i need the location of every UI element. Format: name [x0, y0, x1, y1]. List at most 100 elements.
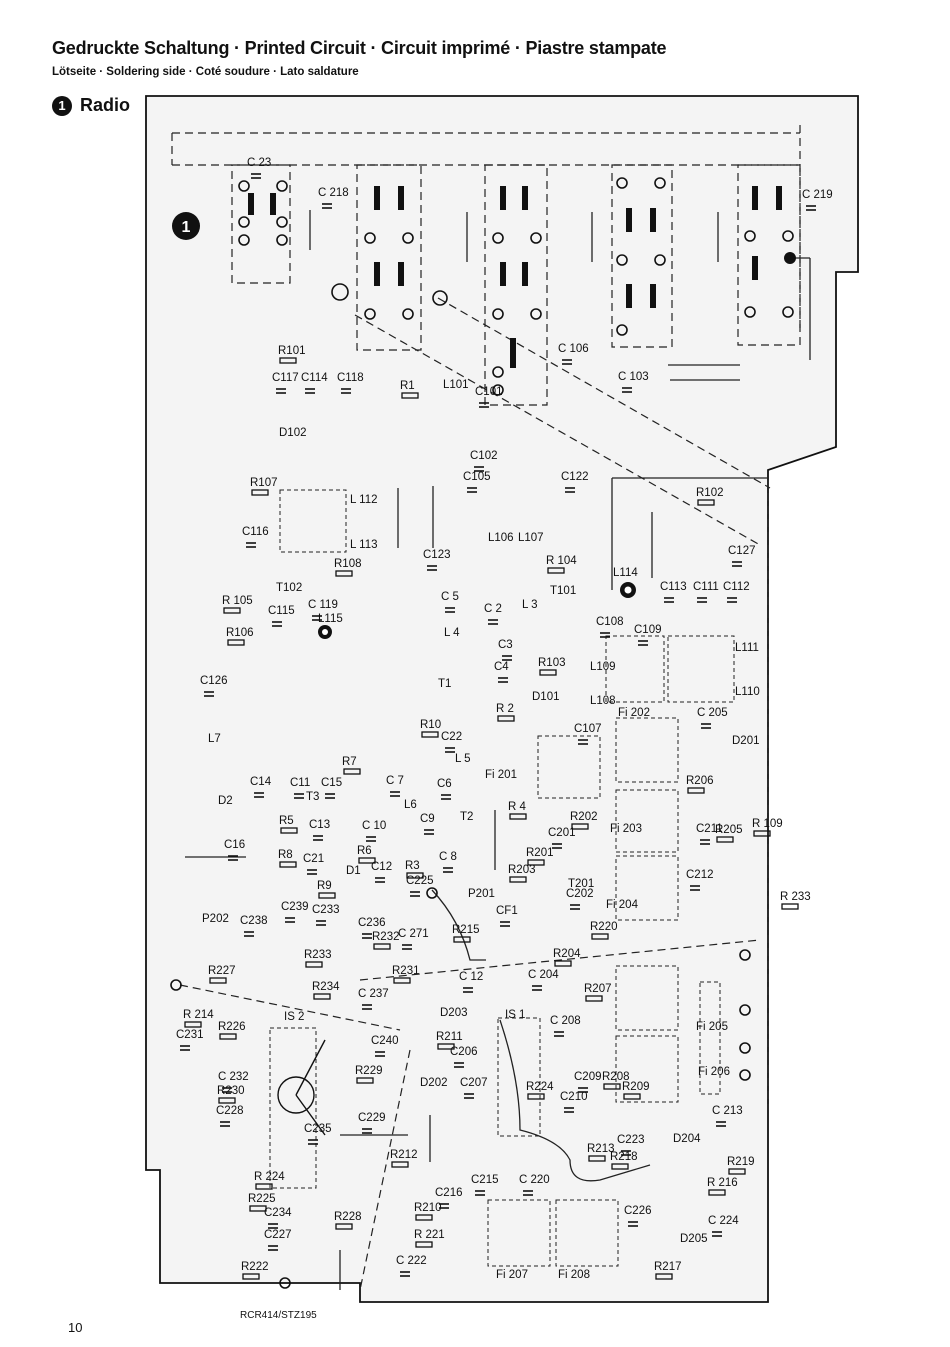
model-code: RCR414/STZ195	[240, 1310, 317, 1321]
component-label: D201	[732, 735, 760, 747]
component-label: Fi 204	[606, 899, 639, 911]
component-label: R208	[602, 1071, 630, 1083]
component-label: C108	[596, 616, 624, 628]
resistor-symbol	[184, 1021, 202, 1028]
component-label: D205	[680, 1233, 708, 1245]
resistor-symbol	[401, 392, 419, 399]
component-label: R107	[250, 477, 278, 489]
component-label: C212	[686, 869, 714, 881]
component-label: R215	[452, 924, 480, 936]
capacitor-symbol	[204, 691, 214, 697]
component-label: C113	[660, 581, 687, 593]
component-label: C117	[272, 372, 299, 384]
component-label: C107	[574, 723, 602, 735]
capacitor-symbol	[254, 792, 264, 798]
component-label: C14	[250, 776, 272, 788]
component-label: C 12	[459, 971, 483, 983]
section-number-badge: 1	[52, 95, 72, 116]
component-label: C118	[337, 372, 364, 384]
component-label: C216	[435, 1187, 463, 1199]
component-label: R212	[390, 1149, 418, 1161]
component-label: R202	[570, 811, 598, 823]
component-label: C 106	[558, 343, 589, 355]
capacitor-symbol	[445, 607, 455, 613]
component-label: C123	[423, 549, 451, 561]
resistor-symbol	[547, 567, 565, 574]
component-label: C 10	[362, 820, 386, 832]
component-label: C240	[371, 1035, 399, 1047]
component-label: C231	[176, 1029, 204, 1041]
component-label: C16	[224, 839, 245, 851]
resistor-symbol	[279, 357, 297, 364]
component-label: R220	[590, 921, 618, 933]
resistor-symbol	[335, 570, 353, 577]
capacitor-symbol	[307, 869, 317, 875]
component-label: C207	[460, 1077, 488, 1089]
capacitor-symbol	[552, 843, 562, 849]
resistor-symbol	[318, 892, 336, 899]
component-label: C233	[312, 904, 340, 916]
capacitor-symbol	[268, 1245, 278, 1251]
component-label: R 2	[496, 703, 514, 715]
component-label: L108	[590, 695, 616, 707]
capacitor-symbol	[228, 855, 238, 861]
component-label: D1	[346, 865, 361, 877]
section-heading: 1 Radio	[52, 95, 130, 116]
component-label: C227	[264, 1229, 292, 1241]
component-label: R219	[727, 1156, 755, 1168]
component-label: R106	[226, 627, 254, 639]
capacitor-symbol	[690, 885, 700, 891]
component-label: C 2	[484, 603, 502, 615]
resistor-symbol	[391, 1161, 409, 1168]
component-label: L6	[404, 799, 417, 811]
component-label: C 222	[396, 1255, 427, 1267]
component-label: R203	[508, 864, 536, 876]
component-label: C236	[358, 917, 386, 929]
component-label: C 237	[358, 988, 389, 1000]
board-marker-badge: 1	[172, 212, 200, 240]
capacitor-symbol	[276, 388, 286, 394]
filter-boxes	[269, 489, 735, 1267]
component-label: C225	[406, 875, 434, 887]
component-label: T201	[568, 878, 594, 890]
component-label: D2	[218, 795, 233, 807]
resistor-symbol	[585, 995, 603, 1002]
component-label: C235	[304, 1123, 332, 1135]
resistor-symbol	[571, 823, 589, 830]
component-label: C11	[290, 777, 310, 789]
resistor-symbol	[781, 903, 799, 910]
capacitor-symbol	[180, 1045, 190, 1051]
capacitor-symbol	[402, 944, 412, 950]
resistor-symbol	[603, 1083, 621, 1090]
component-label: T3	[306, 791, 319, 803]
resistor-symbol	[708, 1189, 726, 1196]
capacitor-symbol	[325, 793, 335, 799]
component-label: R5	[279, 815, 294, 827]
component-label: C210	[560, 1091, 588, 1103]
component-label: C122	[561, 471, 589, 483]
component-label: C229	[358, 1112, 386, 1124]
component-label: Fi 202	[618, 707, 650, 719]
resistor-symbol	[415, 1214, 433, 1221]
capacitor-symbol	[664, 597, 674, 603]
component-label: C 205	[697, 707, 728, 719]
resistor-symbol	[611, 1163, 629, 1170]
resistor-symbol	[509, 876, 527, 883]
component-label: R207	[584, 983, 612, 995]
capacitor-symbol	[362, 933, 372, 939]
component-label: C 271	[398, 928, 429, 940]
component-label: R6	[357, 845, 372, 857]
capacitor-symbol	[562, 359, 572, 365]
capacitor-symbol	[700, 839, 710, 845]
capacitor-symbol	[712, 1231, 722, 1237]
capacitor-symbol	[268, 1223, 278, 1229]
component-label: R8	[278, 849, 293, 861]
resistor-symbol	[588, 1155, 606, 1162]
component-label: C 23	[247, 157, 271, 169]
resistor-symbol	[591, 933, 609, 940]
component-label: R 214	[183, 1009, 214, 1021]
component-label: R222	[241, 1261, 269, 1273]
resistor-symbol	[373, 943, 391, 950]
component-label: R 109	[752, 818, 783, 830]
resistor-symbol	[393, 977, 411, 984]
